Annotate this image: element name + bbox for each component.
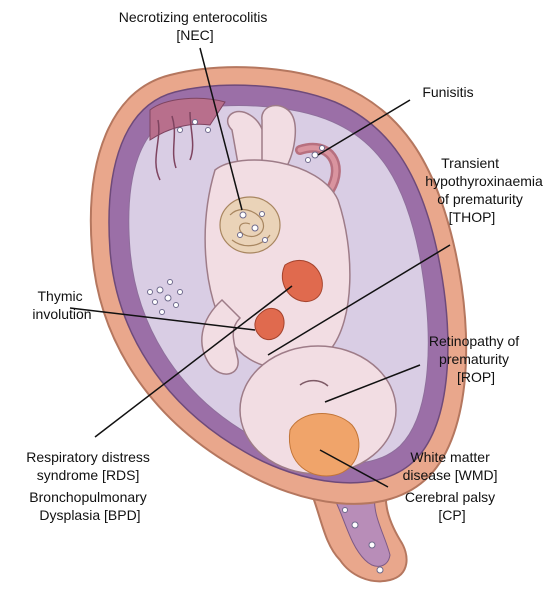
nec-label: Necrotizing enterocolitis [NEC]: [119, 9, 272, 43]
thymic-label: Thymic involution: [32, 288, 91, 322]
rds-label: Respiratory distress syndrome [RDS] Bron…: [26, 449, 154, 523]
intestines: [220, 197, 280, 253]
funisitis-label: Funisitis: [422, 84, 473, 100]
